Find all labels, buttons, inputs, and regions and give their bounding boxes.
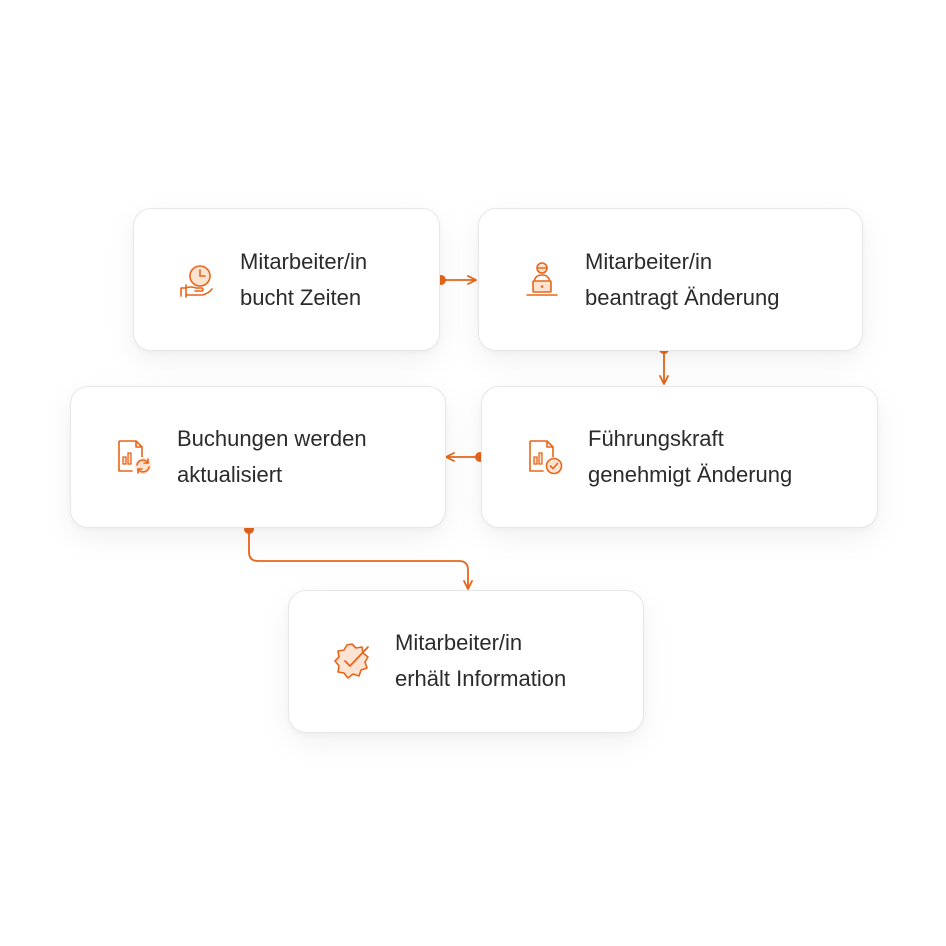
step-label-line: beantragt Änderung [585,285,780,310]
step-label-line: bucht Zeiten [240,285,362,310]
document-check-icon [525,437,565,477]
arrow-step1-to-step2 [436,275,477,285]
arrow-step3-to-step5 [244,524,473,590]
step-label-line: Mitarbeiter/in [240,249,368,274]
step-label-line: Führungskraft [588,426,724,451]
arrow-step4-to-step3 [445,452,485,462]
step-card-manager-approves [481,386,878,528]
clock-hand-icon [178,260,218,300]
step-label-line: Mitarbeiter/in [585,249,713,274]
step-label-line: aktualisiert [177,462,283,487]
document-refresh-icon [114,437,154,477]
person-laptop-icon [522,260,562,300]
step-card-book-times [133,208,440,351]
step-label-request-change: Mitarbeiter/in beantragt Änderung [585,244,780,316]
step-label-manager-approves: Führungskraft genehmigt Änderung [588,421,792,493]
step-label-line: Mitarbeiter/in [395,630,523,655]
step-label-line: erhält Information [395,666,567,691]
step-card-bookings-updated [70,386,446,528]
step-label-receives-info: Mitarbeiter/in erhält Information [395,625,566,697]
step-label-line: genehmigt Änderung [588,462,793,487]
step-label-line: Buchungen werden [177,426,367,451]
badge-check-icon [332,641,372,681]
step-label-bookings-updated: Buchungen werden aktualisiert [177,421,367,493]
step-card-request-change [478,208,863,351]
step-label-book-times: Mitarbeiter/in bucht Zeiten [240,244,367,316]
